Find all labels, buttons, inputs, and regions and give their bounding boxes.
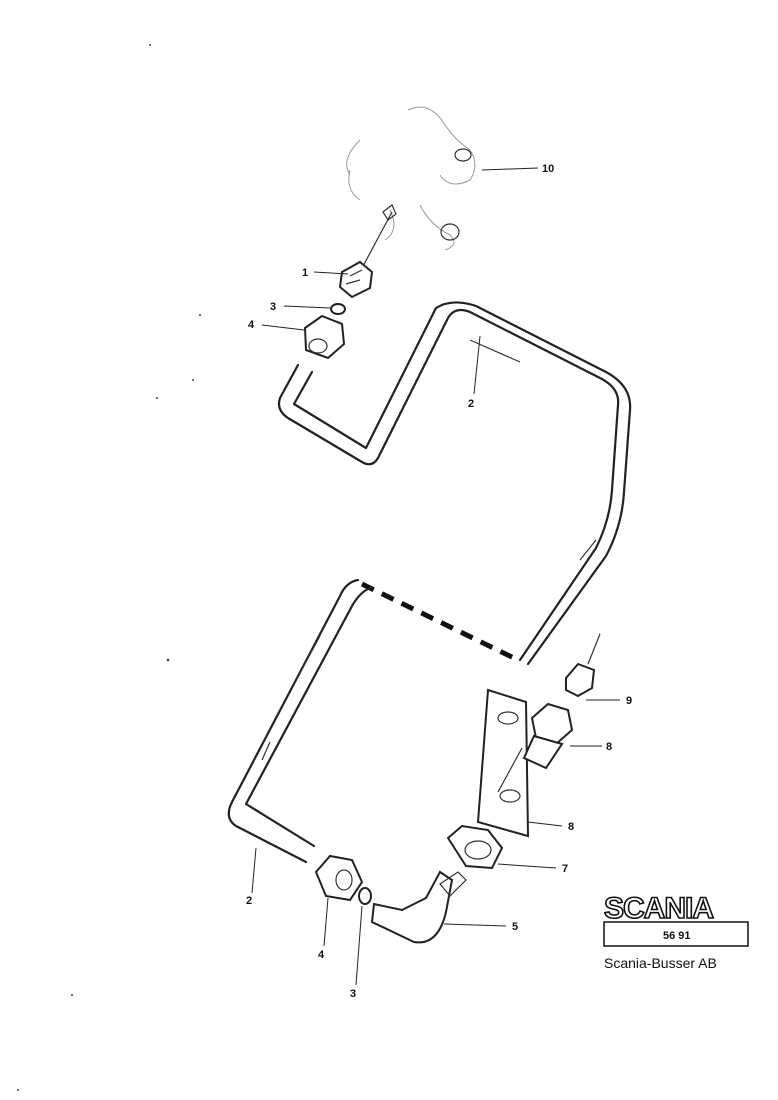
company-name: Scania-Busser AB xyxy=(604,955,717,971)
title-block: SCANIA 56 91 Scania-Busser AB xyxy=(603,891,749,971)
valve-assembly-top xyxy=(346,106,476,251)
nut-part-4-bottom xyxy=(314,854,364,902)
drawing-code: 56 91 xyxy=(663,930,691,942)
nut-part-4-top xyxy=(303,314,346,360)
callout-10: 10 xyxy=(542,163,554,175)
scan-specks xyxy=(17,44,201,1091)
connector-part-9 xyxy=(565,633,601,698)
callout-3-bottom: 3 xyxy=(350,988,356,1000)
callout-1: 1 xyxy=(302,267,308,279)
fitting-part-8 xyxy=(497,702,574,793)
callout-9: 9 xyxy=(626,695,632,707)
callout-5: 5 xyxy=(512,921,518,933)
code-box xyxy=(603,921,749,947)
pipe-part-2-lower xyxy=(227,578,372,864)
leader-lines xyxy=(251,167,620,986)
callout-2-top: 2 xyxy=(468,398,474,410)
callout-8-upper: 8 xyxy=(606,741,612,753)
brand-logo: SCANIA xyxy=(604,892,713,925)
callout-8-lower: 8 xyxy=(568,821,574,833)
pipe-part-2-upper xyxy=(277,301,632,666)
callout-4-bottom: 4 xyxy=(318,949,325,961)
elbow-part-5 xyxy=(370,870,467,944)
callout-3-top: 3 xyxy=(270,301,276,313)
washer-part-3-top xyxy=(330,303,346,315)
connector-part-1 xyxy=(338,211,393,299)
washer-part-3-bottom xyxy=(358,887,372,905)
callout-7: 7 xyxy=(562,863,568,875)
bracket-part-6 xyxy=(476,688,530,838)
nut-part-7 xyxy=(446,824,504,870)
callout-2-bottom: 2 xyxy=(246,895,252,907)
pipe-dashed-section xyxy=(360,581,520,663)
callout-4-top: 4 xyxy=(248,319,255,331)
